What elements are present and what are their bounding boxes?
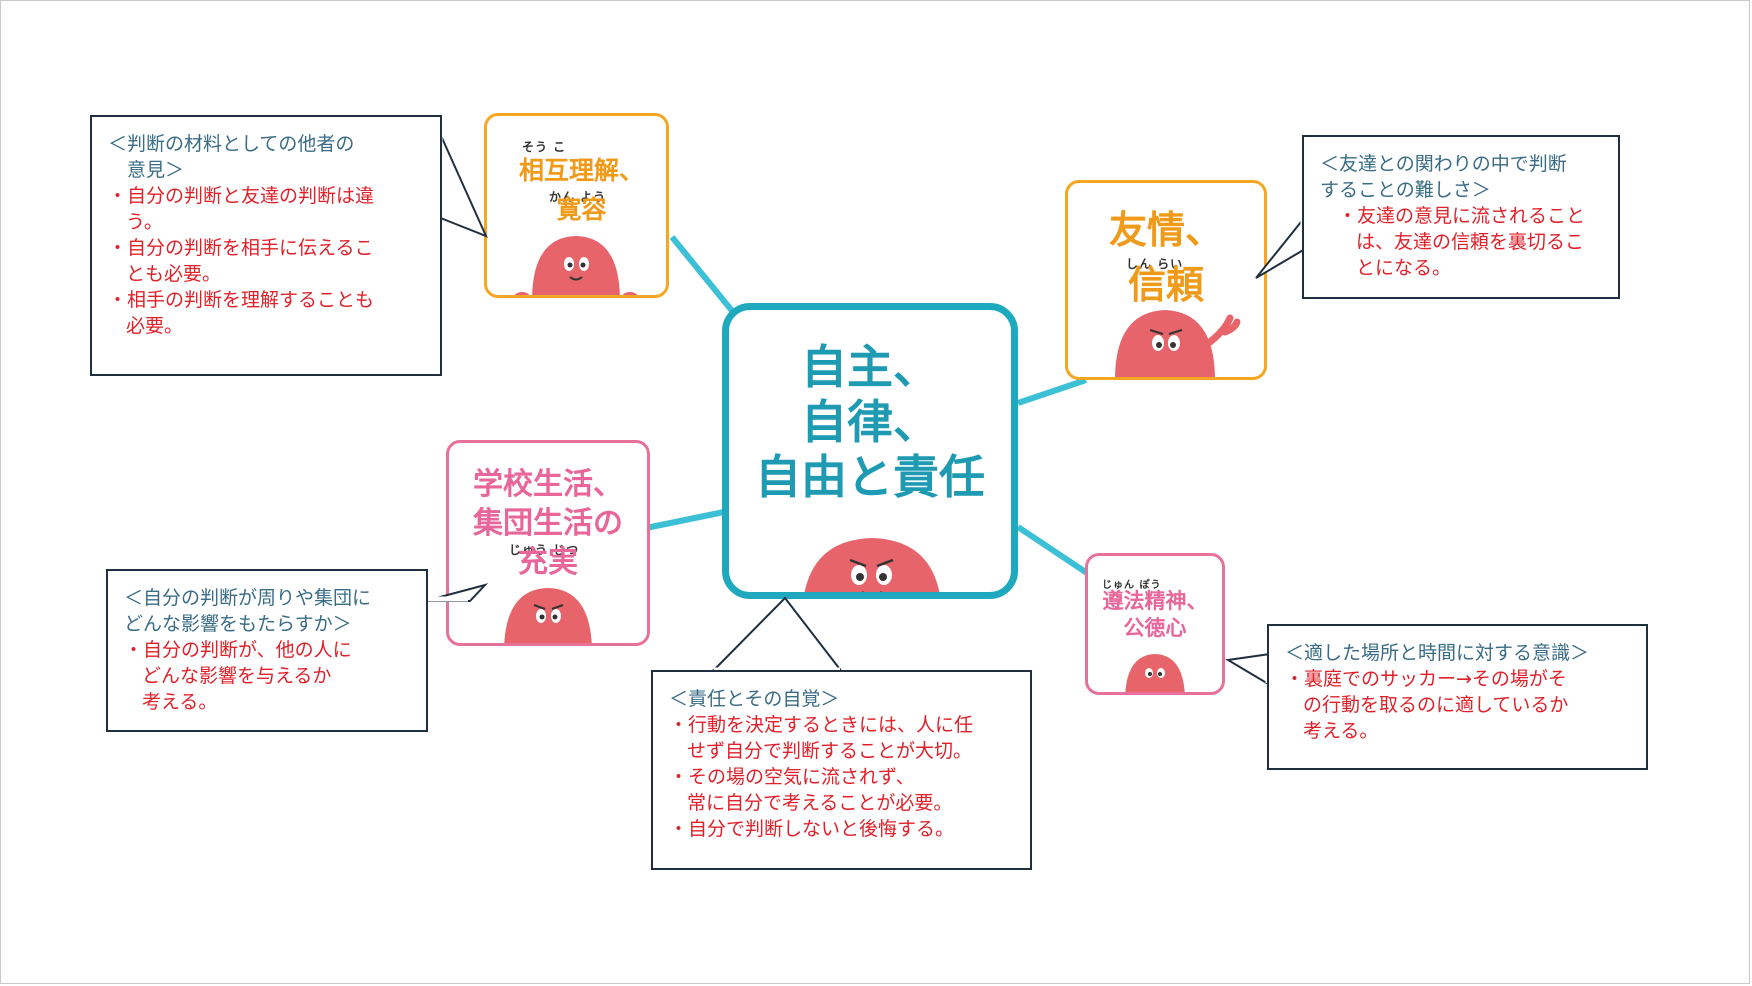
note-item: その場の空気に流されず、 常に自分で考えることが必要。 [669,764,1016,816]
connector-law [1016,524,1092,578]
note-heading: ＜判断の材料としての他者の 意見＞ [108,133,355,181]
note-heading: ＜責任とその自覚＞ [669,688,840,710]
center-topic-title: 自主、 自律、 自由と責任 [755,340,985,505]
connector-school [645,509,725,531]
note-mutual: ＜判断の材料としての他者の 意見＞ 自分の判断と友達の判断は違 う。 自分の判断… [90,115,442,376]
note-school: ＜自分の判断が周りや集団に どんな影響をもたらすか＞ 自分の判断が、他の人に ど… [106,569,428,732]
note-item: 裏庭でのサッカー→その場がそ の行動を取るのに適しているか 考える。 [1285,666,1632,744]
connector-friendship [1017,377,1087,406]
note-item: 自分で判断しないと後悔する。 [669,816,1016,842]
note-heading: ＜自分の判断が周りや集団に どんな影響をもたらすか＞ [124,587,372,635]
note-item-list: 裏庭でのサッカー→その場がそ の行動を取るのに適しているか 考える。 [1285,666,1632,744]
note-item-list: 行動を決定するときには、人に任 せず自分で判断することが大切。 その場の空気に流… [669,712,1016,842]
note-center: ＜責任とその自覚＞ 行動を決定するときには、人に任 せず自分で判断することが大切… [651,670,1032,870]
note-item-list: 友達の意見に流されること は、友達の信頼を裏切るこ とになる。 [1320,203,1604,281]
note-item: 自分の判断と友達の判断は違 う。 [108,183,426,235]
ruby-friendship: しん らい [1126,257,1184,271]
note-item: 行動を決定するときには、人に任 せず自分で判断することが大切。 [669,712,1016,764]
note-item: 自分の判断を相手に伝えるこ とも必要。 [108,235,426,287]
character-icon [514,236,638,295]
character-pointing-icon [1115,310,1241,377]
ruby-mutual-2: かん よう [549,190,607,204]
center-topic-card: 自主、 自律、 自由と責任 [722,303,1018,599]
note-law: ＜適した場所と時間に対する意識＞ 裏庭でのサッカー→その場がそ の行動を取るのに… [1267,624,1648,770]
ruby-mutual-1: そう こ [522,140,567,154]
note-item-list: 自分の判断と友達の判断は違 う。 自分の判断を相手に伝えるこ とも必要。 相手の… [108,183,426,339]
topic-title-friendship: 友情、 信頼 [1108,208,1223,308]
character-icon [804,538,940,592]
topic-card-school: じゅう じつ 学校生活、 集団生活の 充実 [446,440,650,646]
character-icon [1125,654,1185,692]
ruby-law: じゅん ぽう [1102,580,1162,591]
topic-title-school: 学校生活、 集団生活の 充実 [473,467,623,580]
topic-card-friendship: しん らい 友情、 信頼 [1065,180,1267,380]
note-heading: ＜友達との関わりの中で判断 することの難しさ＞ [1320,153,1567,201]
note-item: 相手の判断を理解することも 必要。 [108,287,426,339]
note-friendship: ＜友達との関わりの中で判断 することの難しさ＞ 友達の意見に流されること は、友… [1302,135,1620,299]
topic-card-mutual: そう こ かん よう 相互理解、 寛容 [484,113,669,298]
note-heading: ＜適した場所と時間に対する意識＞ [1285,642,1590,664]
note-item-list: 自分の判断が、他の人に どんな影響を与えるか 考える。 [124,637,412,715]
note-item: 友達の意見に流されること は、友達の信頼を裏切るこ とになる。 [1320,203,1604,281]
ruby-school: じゅう じつ [509,543,580,557]
character-icon [504,588,592,643]
connector-mutual [669,235,736,314]
topic-title-law: 遵法精神、 公徳心 [1102,589,1208,641]
note-item: 自分の判断が、他の人に どんな影響を与えるか 考える。 [124,637,412,715]
topic-title-mutual: 相互理解、 寛容 [518,156,644,224]
topic-card-law: じゅん ぽう 遵法精神、 公徳心 [1085,553,1225,695]
